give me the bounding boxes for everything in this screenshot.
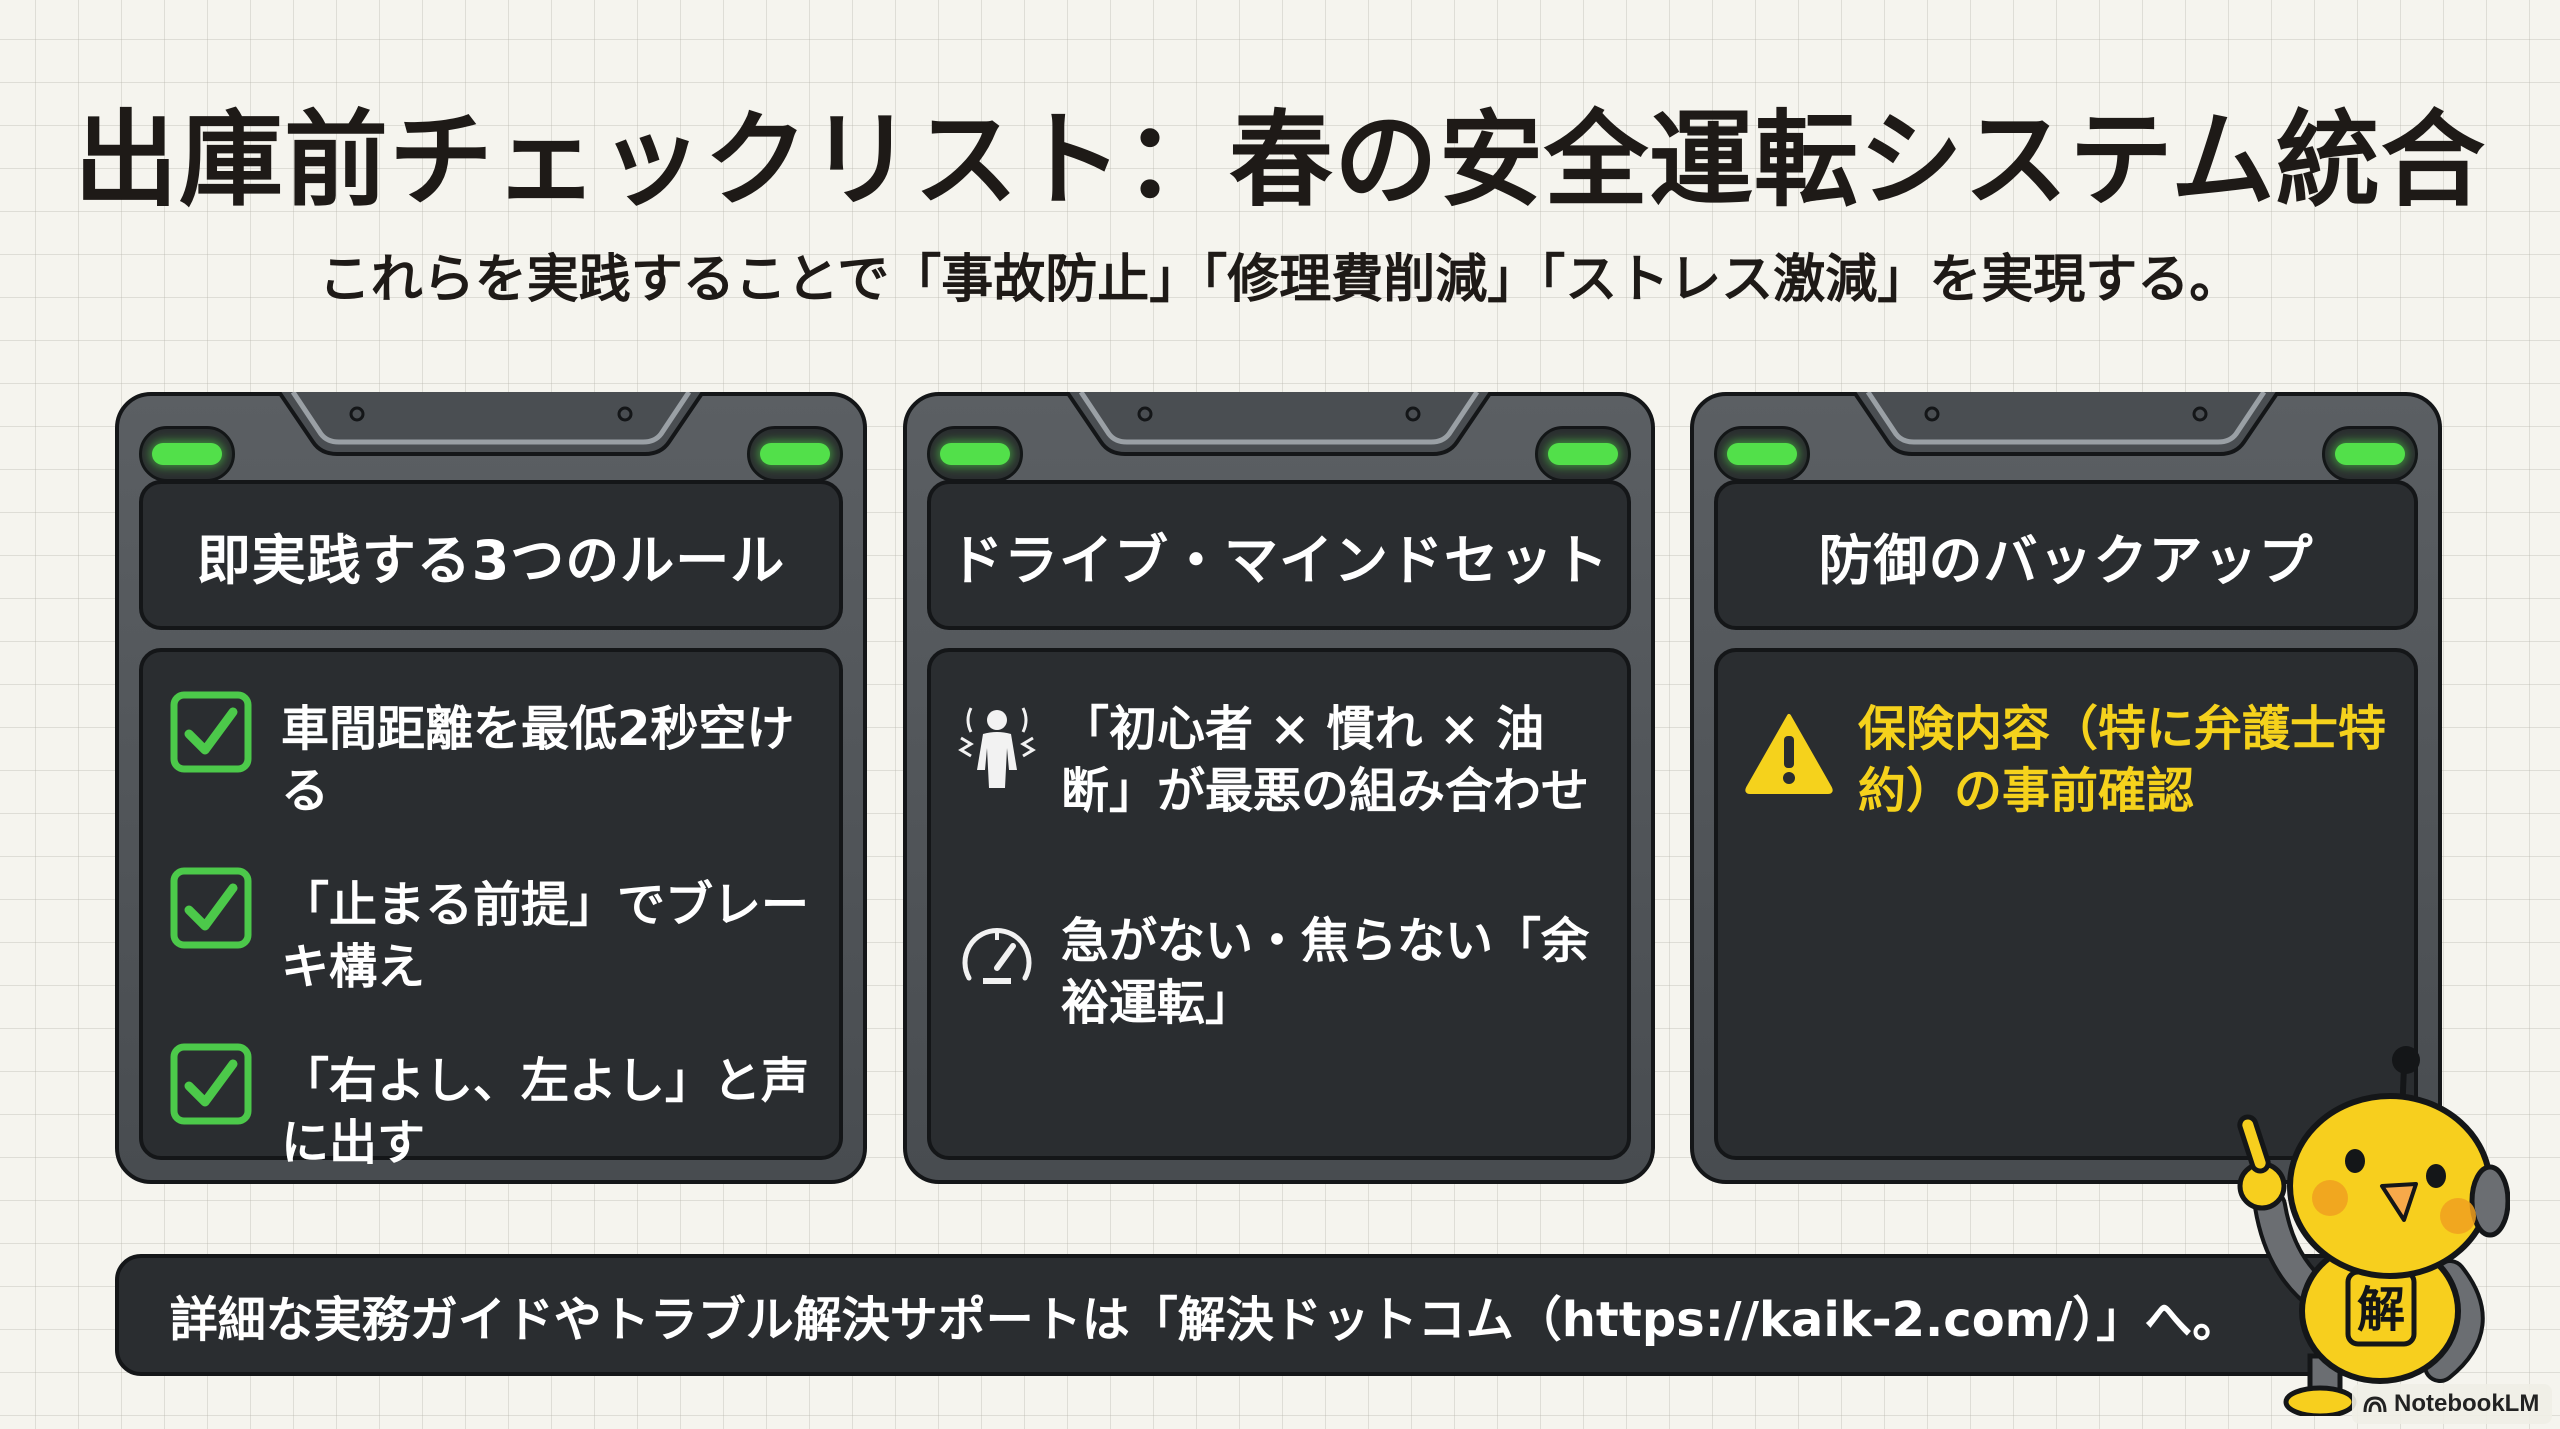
mindset-text: 「初心者 × 慣れ × 油断」が最悪の組み合わせ: [1061, 701, 1590, 819]
panel-mindset: ドライブ・マインドセット 「初心者 × 慣れ × 油断」が最悪の組み合わせ 急が…: [903, 392, 1655, 1184]
panel-header: 即実践する3つのルール: [139, 480, 843, 630]
status-led-left: [1714, 426, 1810, 482]
checkbox-checked-icon: [170, 691, 252, 773]
footer-text: 詳細な実務ガイドやトラブル解決サポートは「解決ドットコム（https://kai…: [169, 1292, 2241, 1348]
status-led-left: [927, 426, 1023, 482]
checkbox-checked-icon: [170, 1043, 252, 1125]
robot-chick-mascot-icon: 解: [2237, 1046, 2510, 1416]
panel-notch-decoration: [1067, 392, 1491, 456]
rule-text: 「右よし、左よし」と声に出す: [281, 1053, 810, 1171]
speedometer-icon: [962, 928, 1032, 984]
status-led-right: [747, 426, 843, 482]
panel-header: ドライブ・マインドセット: [927, 480, 1631, 630]
list-item: 車間距離を最低2秒空ける: [169, 690, 813, 822]
mindset-text: 急がない・焦らない「余裕運転」: [1061, 913, 1590, 1031]
panel-notch-decoration: [279, 392, 703, 456]
panel-backup: 防御のバックアップ 保険内容（特に弁護士特約）の事前確認: [1690, 392, 2442, 1184]
backup-text: 保険内容（特に弁護士特約）の事前確認: [1858, 701, 2387, 819]
checkbox-checked-icon: [170, 867, 252, 949]
footer-banner: 詳細な実務ガイドやトラブル解決サポートは「解決ドットコム（https://kai…: [115, 1254, 2355, 1376]
rule-text: 車間距離を最低2秒空ける: [281, 701, 795, 819]
panel-title: 防御のバックアップ: [1818, 528, 2314, 592]
panel-notch-decoration: [1854, 392, 2278, 456]
panel-body: 車間距離を最低2秒空ける 「止まる前提」でブレーキ構え 「右よし、左よし」と声に…: [139, 648, 843, 1171]
slide-subtitle: これらを実践することで「事故防止」「修理費削減」「ストレス激減」を実現する。: [318, 250, 2242, 310]
panel-body: 保険内容（特に弁護士特約）の事前確認: [1714, 648, 2418, 1160]
slide-title: 出庫前チェックリスト：春の安全運転システム統合: [74, 99, 2486, 221]
warning-triangle-icon: [1745, 714, 1833, 794]
panel-body: 「初心者 × 慣れ × 油断」が最悪の組み合わせ 急がない・焦らない「余裕運転」: [927, 648, 1631, 1160]
mascot-badge-char: 解: [2357, 1282, 2405, 1338]
watermark-label: NotebookLM: [2394, 1390, 2540, 1417]
list-item: 「止まる前提」でブレーキ構え: [169, 866, 813, 998]
notebooklm-watermark: NotebookLM: [2352, 1384, 2552, 1424]
panel-rules: 即実践する3つのルール 車間距離を最低2秒空ける 「止まる前提」でブレーキ構え …: [115, 392, 867, 1184]
list-item: 「初心者 × 慣れ × 油断」が最悪の組み合わせ: [957, 690, 1601, 822]
rule-text: 「止まる前提」でブレーキ構え: [281, 877, 810, 995]
panel-title: 即実践する3つのルール: [196, 528, 786, 592]
list-item: 保険内容（特に弁護士特約）の事前確認: [1744, 690, 2388, 822]
status-led-right: [2322, 426, 2418, 482]
list-item: 「右よし、左よし」と声に出す: [169, 1042, 813, 1174]
panel-header: 防御のバックアップ: [1714, 480, 2418, 630]
list-item: 急がない・焦らない「余裕運転」: [957, 902, 1601, 1034]
notebooklm-logo-icon: [2363, 1396, 2387, 1413]
stressed-person-icon: [958, 707, 1036, 788]
status-led-left: [139, 426, 235, 482]
panel-title: ドライブ・マインドセット: [949, 528, 1609, 592]
status-led-right: [1535, 426, 1631, 482]
